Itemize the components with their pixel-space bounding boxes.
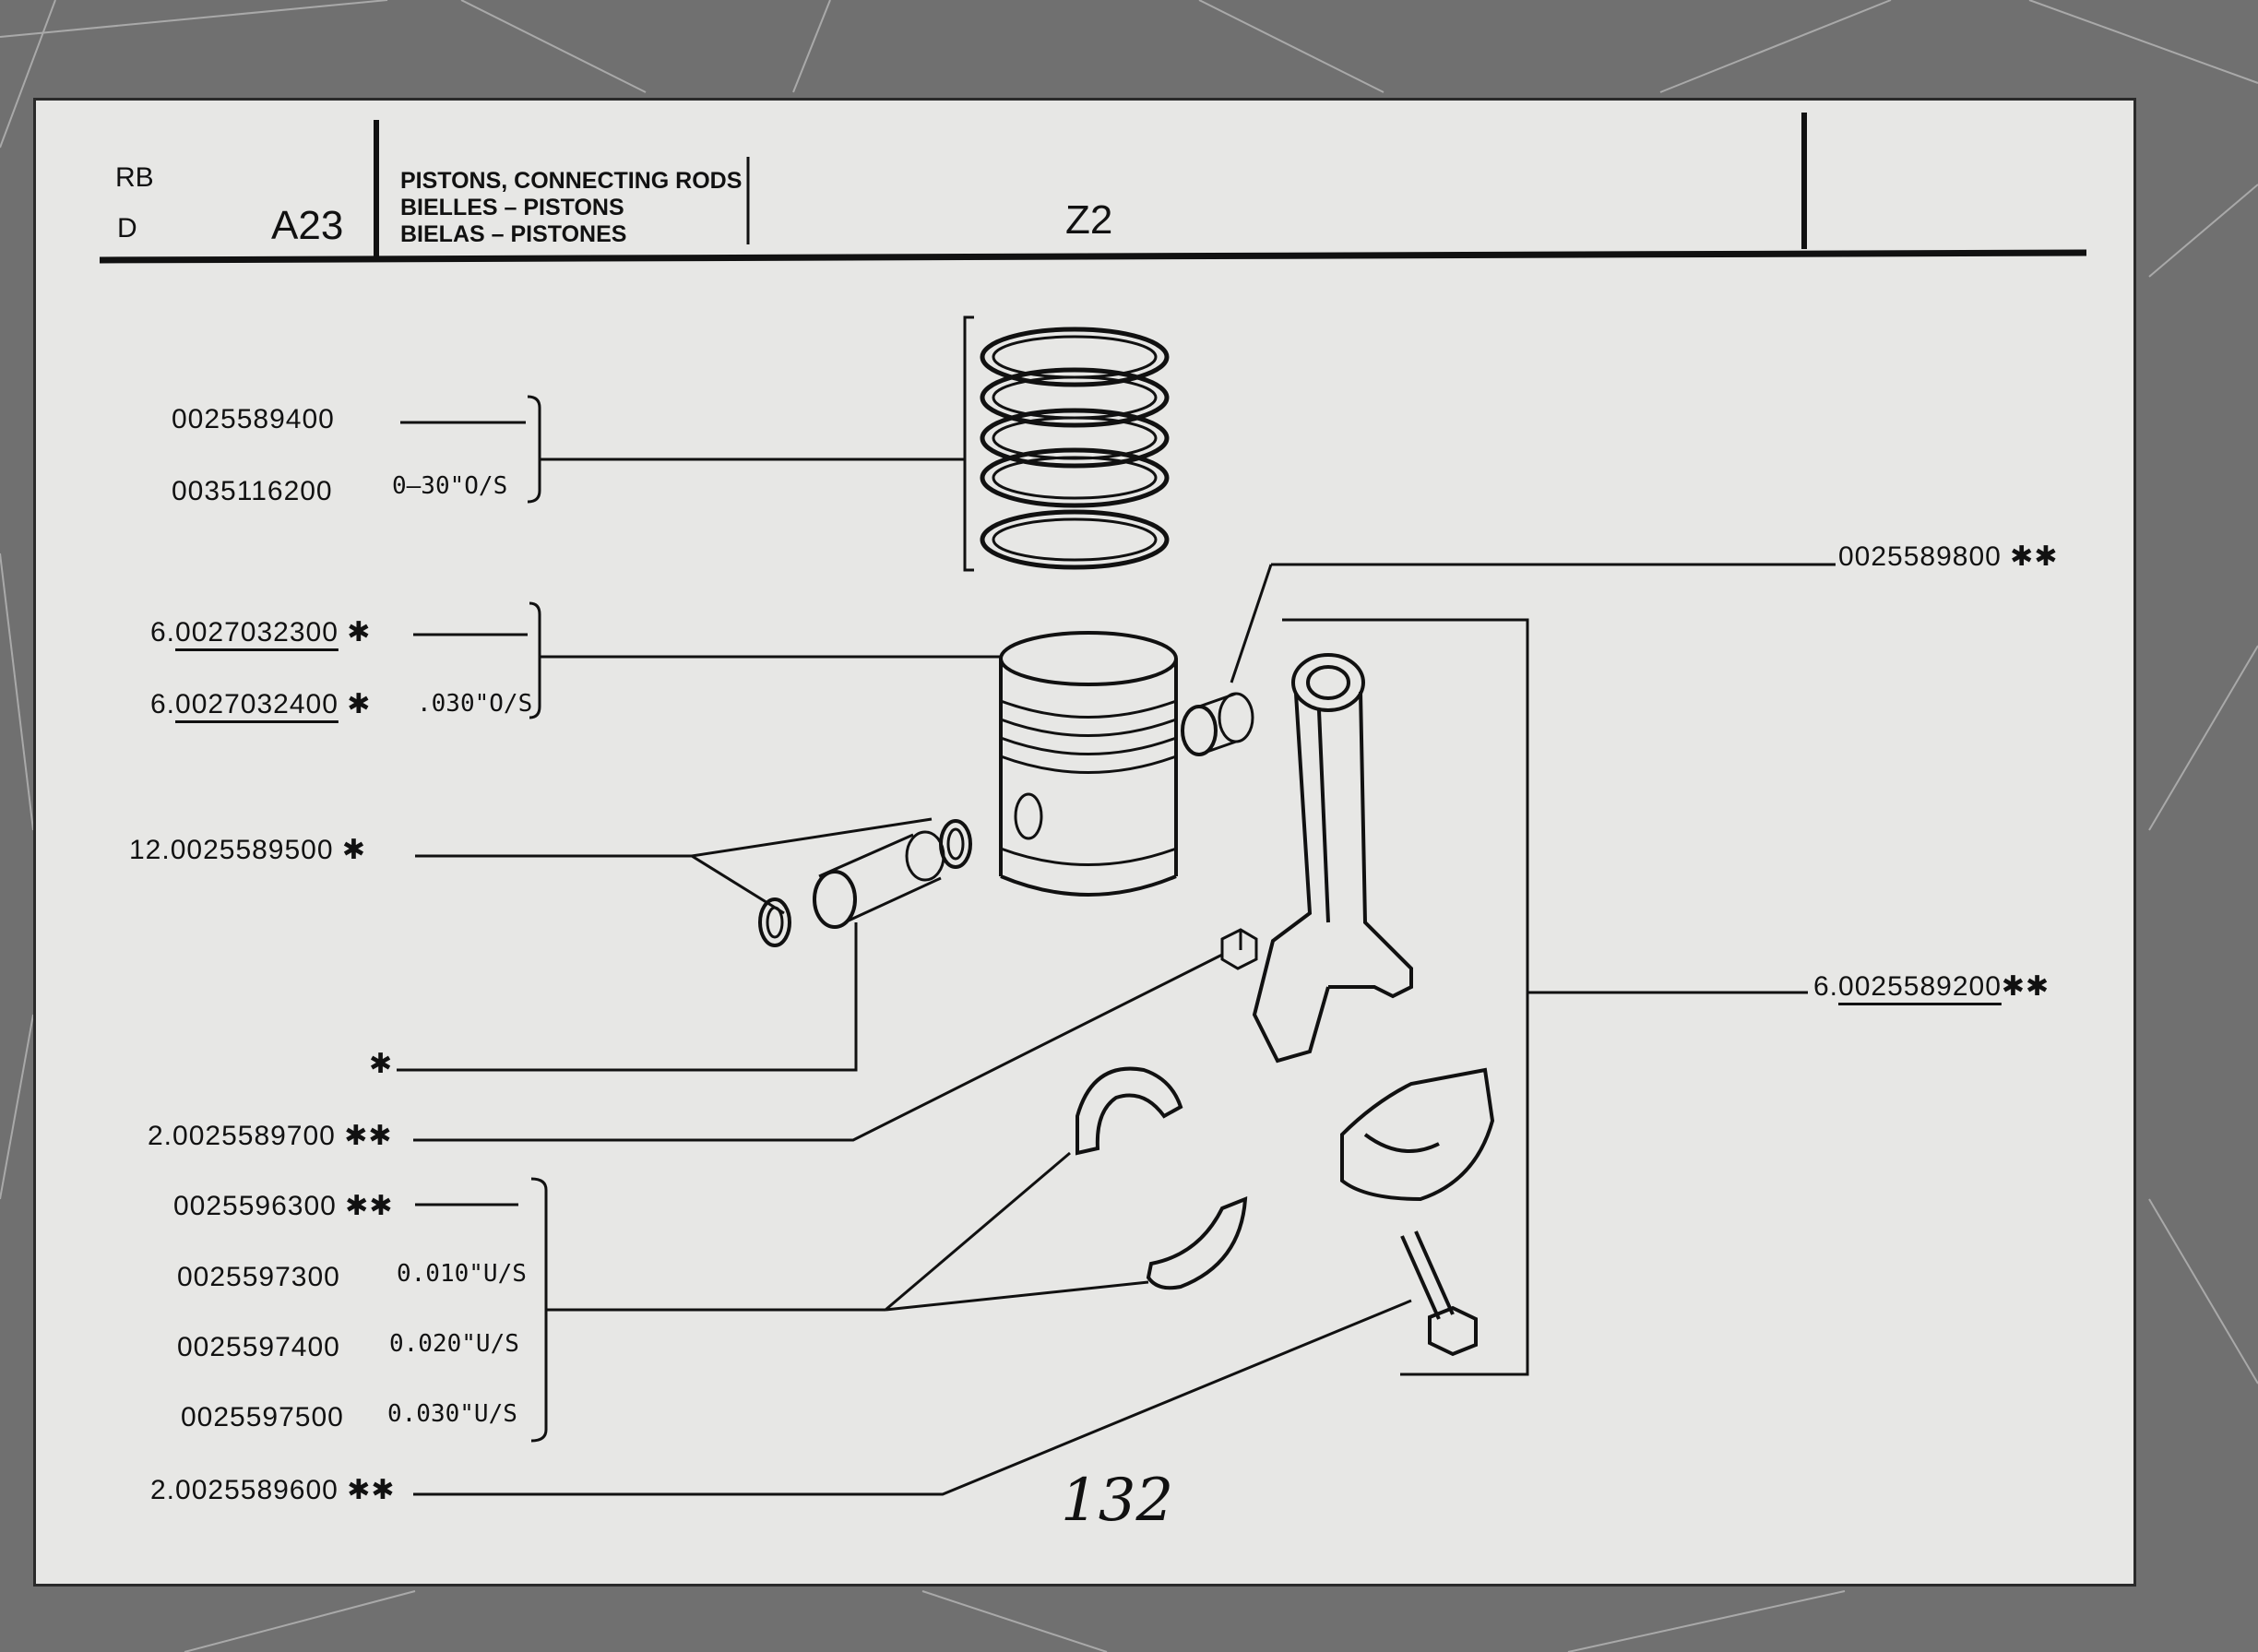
part-piston-os: 6.0027032400 ✱ [150,688,371,720]
part-bearing-std: 0025596300 ✱✱ [173,1191,394,1221]
part-nut: 2.0025589700 ✱✱ [148,1121,393,1151]
title-english: PISTONS, CONNECTING RODS [400,168,743,194]
note-piston-os: .030"O/S [417,690,533,718]
part-bush: 0025589800 ✱✱ [1838,541,2059,572]
conrod-mark: ✱✱ [2001,971,2050,1002]
part-rings-std: 0025589400 [172,404,335,434]
piston-std-mark: ✱ [347,617,372,648]
part-piston-std: 6.0027032300 ✱ [150,616,371,648]
header-code-top: RB [115,162,154,193]
title-french: BIELLES – PISTONS [400,195,624,220]
part-bolt: 2.0025589600 ✱✱ [150,1475,396,1505]
model-code: Z2 [1065,197,1113,243]
piston-std-prefix: 6. [150,617,176,648]
section-code: A23 [271,203,344,248]
piston-std-number: 0027032300 [175,617,339,648]
part-bearing-us2: 0025597400 [177,1332,340,1362]
part-conrod: 6.0025589200✱✱ [1813,970,2050,1003]
piston-os-prefix: 6. [150,689,176,719]
part-bearing-us1: 0025597300 [177,1262,340,1292]
header-code-bottom: D [117,213,137,244]
conrod-prefix: 6. [1813,971,1839,1002]
part-pin-mark: ✱ [369,1049,394,1079]
piston-os-number: 0027032400 [175,689,339,719]
note-bearing-us3: 0.030"U/S [387,1400,517,1428]
note-bearing-us1: 0.010"U/S [397,1260,527,1288]
part-rings-os: 0035116200 [172,476,333,506]
part-bearing-us3: 0025597500 [181,1402,344,1432]
note-rings-os: 0–30"O/S [392,472,508,500]
conrod-number: 0025589200 [1838,971,2002,1002]
part-circlip: 12.0025589500 ✱ [129,835,367,865]
note-bearing-us2: 0.020"U/S [389,1330,519,1358]
title-spanish: BIELAS – PISTONES [400,221,627,247]
page-number: 132 [1061,1467,1174,1535]
piston-os-mark: ✱ [347,689,372,719]
